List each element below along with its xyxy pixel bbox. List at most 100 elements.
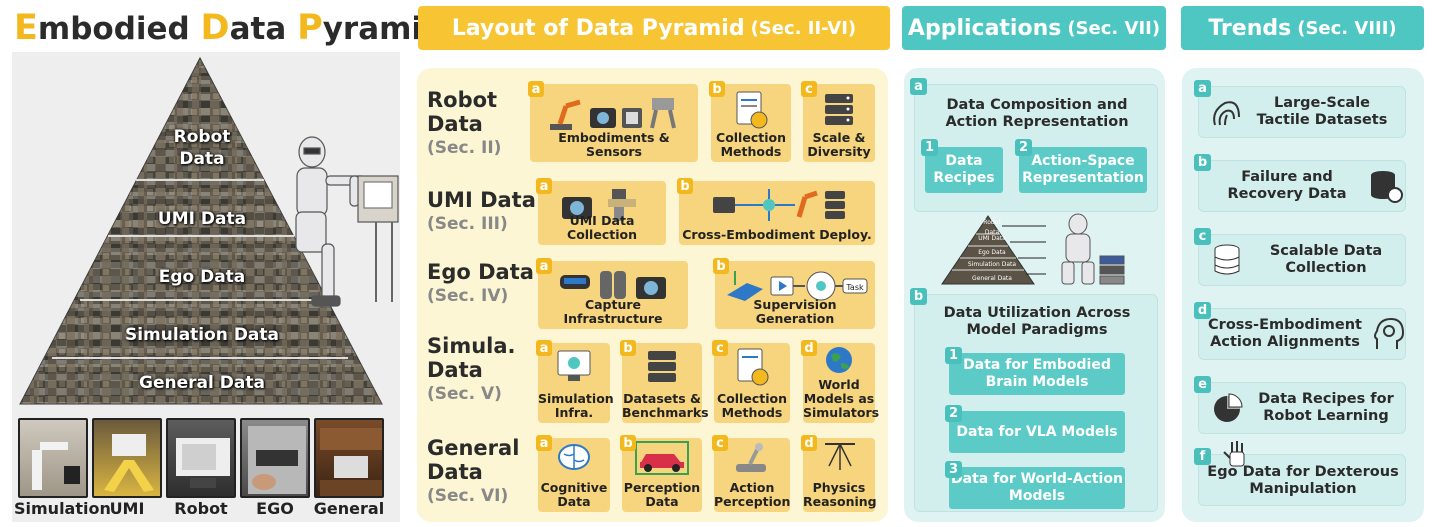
thumbnail-caption-ego: EGO [256,499,294,518]
robot-arm-camera-icon [550,98,676,130]
layer-label-simulation: Simulation Data [124,325,280,345]
app-item-data-recipes: Data Recipes [925,147,1003,193]
humanoid-robot-icon [1061,213,1125,285]
card-perception-data: Perception Data [622,438,702,512]
badge-ego-a: a [536,258,552,274]
row-title-ego: Ego Data (Sec. IV) [427,260,534,306]
layer-label-general: General Data [139,373,265,393]
trend-tactile-datasets: Large-Scale Tactile Datasets [1198,86,1406,138]
document-gear-icon [737,348,769,386]
mini-pyramid-graphic [941,213,1125,285]
thumbnail-ego [240,418,310,498]
thumbnail-robot [166,418,236,498]
badge-sim-b: b [620,340,636,356]
card-sim-collection-methods: Collection Methods [714,343,790,423]
mini-layer-simulation: Simulation Data [967,261,1017,268]
thumbnail-caption-robot: Robot [174,499,228,518]
app-item-vla-models: Data for VLA Models [949,411,1125,453]
badge-ego-b: b [713,258,729,274]
mini-layer-umi: UMI Data [978,235,1006,242]
head-gear-icon [1374,317,1405,349]
row-title-simulation: Simula.Data (Sec. V) [427,334,516,404]
app-b-badge-2: 2 [945,405,962,422]
card-cross-embodiment-deploy: Cross-Embodiment Deploy. [679,181,875,245]
database-refresh-icon [1371,171,1403,203]
vr-glove-camera-icon [560,271,666,299]
thumbnail-caption-simulation: Simulation [14,499,111,518]
thumbnail-caption-general: General [313,499,385,518]
layer-label-ego: Ego Data [158,267,246,287]
badge-umi-a: a [536,178,552,194]
humanoid-robot-figure [295,136,399,307]
trend-badge-d: d [1194,302,1211,319]
badge-general-a: a [536,435,552,451]
monitor-gear-icon [557,350,591,381]
server-stack-icon [825,94,853,125]
badge-sim-d: d [801,340,817,356]
card-simulation-infra: Simulation Infra. [538,343,614,423]
pendulum-icon [825,443,855,470]
trend-badge-e: e [1194,376,1211,393]
badge-robot-a: a [528,81,544,97]
badge-robot-c: c [801,81,817,97]
card-supervision-generation: Task Supervision Generation [715,261,875,329]
globe-icon [826,347,852,373]
camera-gripper-icon [562,189,636,221]
header-layout: Layout of Data Pyramid(Sec. II-VI) [418,6,890,50]
server-stack-icon [648,351,676,382]
joystick-icon [736,443,766,472]
badge-general-b: b [620,435,636,451]
app-item-embodied-brain-models: Data for Embodied Brain Models [949,353,1125,395]
car-icon [635,441,689,475]
thumbnail-general [314,418,384,498]
badge-general-d: d [801,435,817,451]
card-robot-collection-methods: Collection Methods [711,84,791,162]
mini-layer-robot: Robot Data [983,219,1001,236]
app-item-world-action-models: Data for World-Action Models [949,467,1125,509]
row-title-umi: UMI Data (Sec. III) [427,188,536,234]
arrow-lines [1002,225,1046,275]
trends-panel: Large-Scale Tactile Datasets a Failure a… [1182,68,1424,522]
kitchen-icon [320,428,382,496]
card-capture-infrastructure: Capture Infrastructure [538,261,688,329]
database-stack-icon [1214,244,1240,275]
thumbnail-caption-umi: UMI [109,499,145,518]
pyramid-overlay [20,58,382,404]
gripper-icon [104,434,154,492]
mini-layer-ego: Ego Data [978,249,1006,256]
app-badge-a: a [910,78,927,95]
document-gear-icon [736,91,768,129]
pie-chart-icon [1214,393,1243,422]
app-a-badge-1: 1 [921,139,938,156]
trend-cross-embodiment: Cross-Embodiment Action Alignments [1198,308,1406,360]
thumbnail-simulation [18,418,88,498]
fingerprint-icon [1213,101,1240,126]
badge-robot-b: b [709,81,725,97]
card-action-perception: Action Perception [714,438,790,512]
badge-umi-b: b [677,178,693,194]
applications-panel: Data Composition and Action Representati… [904,68,1165,522]
mini-layer-general: General Data [972,275,1012,282]
microwave-icon [176,438,230,488]
app-section-b: Data Utilization Across Model Paradigms … [914,294,1158,512]
card-umi-data-collection: UMI Data Collection [538,181,666,245]
trend-badge-f: f [1194,448,1211,465]
trend-data-recipes: Data Recipes for Robot Learning [1198,382,1406,434]
app-item-action-space-representation: Action-Space Representation [1019,147,1147,193]
robot-hand-icon [1223,441,1245,467]
badge-sim-c: c [712,340,728,356]
thumbnail-umi [92,418,162,498]
supervision-flow-icon: Task [727,271,868,301]
app-badge-b: b [910,288,927,305]
trend-badge-a: a [1194,80,1211,97]
pyramid-title: Embodied Data Pyramid [14,8,445,48]
card-datasets-benchmarks: Datasets & Benchmarks [622,343,709,423]
trend-failure-recovery: Failure and Recovery Data [1198,160,1406,212]
app-b-badge-1: 1 [945,347,962,364]
hand-door-icon [248,426,306,494]
